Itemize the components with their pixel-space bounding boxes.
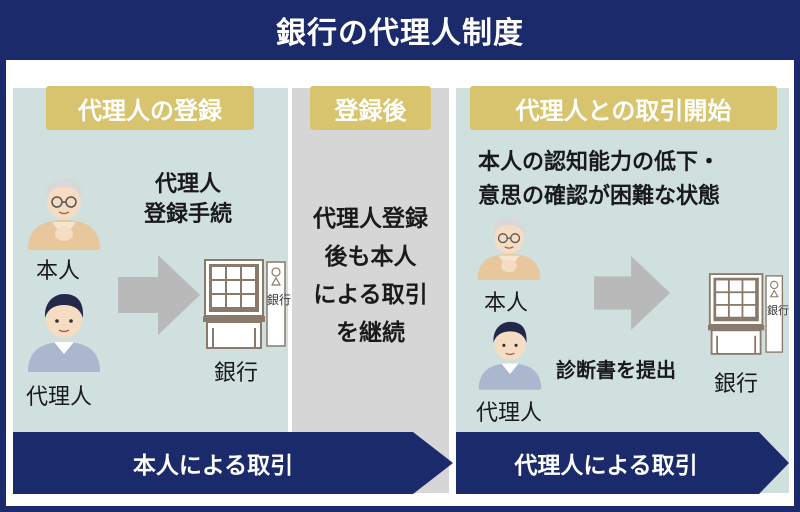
header-registration: 代理人の登録 (46, 86, 254, 130)
step-label-line1: 代理人 (154, 172, 221, 197)
step-label: 代理人 登録手続 (128, 170, 248, 230)
elderly-person-icon (477, 217, 541, 280)
agent-person-icon (28, 294, 100, 372)
bank-building-icon (203, 259, 286, 349)
page-title: 銀行の代理人制度 (276, 16, 524, 51)
person-label: 本人 (36, 259, 81, 284)
after-registration-text: 代理人登録 後も本人 による取引 を継続 (292, 200, 449, 352)
banner-self-transaction: 本人による取引 (132, 453, 294, 479)
person-label-2: 本人 (484, 291, 529, 316)
agent-label-2: 代理人 (476, 401, 543, 426)
after-line-1: 代理人登録 (313, 206, 428, 232)
step-label-line2: 登録手続 (143, 202, 232, 227)
condition-line-2: 意思の確認が困難な状態 (478, 184, 721, 209)
banner-arrow-2 (456, 432, 789, 494)
after-line-2: 後も本人 (324, 244, 417, 270)
banner-arrow-1 (13, 432, 453, 494)
after-line-4: を継続 (336, 320, 405, 346)
bank-sign: 銀行 (267, 293, 292, 307)
after-line-3: による取引 (313, 282, 428, 308)
right-arrow-icon (118, 255, 200, 335)
bank-building-icon (708, 273, 784, 355)
condition-line-1: 本人の認知能力の低下・ (478, 150, 721, 175)
right-arrow-icon (594, 255, 670, 331)
bank-label-2: 銀行 (714, 372, 759, 397)
bank-sign-text-2: 銀行 (767, 304, 789, 317)
header-after-registration: 登録後 (310, 86, 431, 130)
panel-after-registration (292, 88, 449, 493)
action-label: 診断書を提出 (556, 358, 676, 382)
condition-text: 本人の認知能力の低下・ 意思の確認が困難な状態 (478, 146, 720, 214)
header-agent-transaction: 代理人との取引開始 (470, 86, 777, 130)
agent-person-icon (478, 321, 542, 390)
bank-sign-2: 銀行 (767, 304, 789, 317)
banner-agent-transaction: 代理人による取引 (514, 453, 698, 479)
bank-label: 銀行 (214, 361, 259, 386)
elderly-person-icon (28, 178, 100, 250)
agent-label: 代理人 (26, 385, 93, 410)
bank-sign-text: 銀行 (267, 293, 292, 307)
